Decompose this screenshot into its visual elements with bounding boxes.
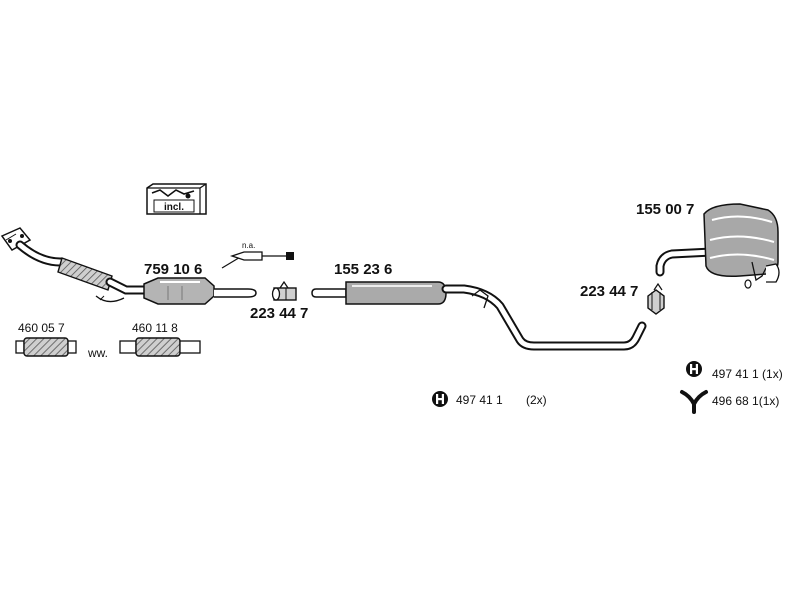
mount-center-number: 497 41 1: [456, 393, 503, 407]
catalytic-converter: [143, 277, 257, 305]
part-number-223447-left: 223 44 7: [250, 305, 308, 322]
mount-right-label-1: 497 41 1 (1x): [712, 367, 783, 381]
mount-center-quantity: (2x): [526, 393, 547, 407]
clamp-right: [647, 282, 665, 315]
part-number-223447-right: 223 44 7: [580, 283, 638, 300]
part-number-759106: 759 10 6: [144, 261, 202, 278]
part-number-460057: 460 05 7: [18, 321, 65, 335]
flex-pipe-460118: [119, 337, 201, 357]
front-pipe-manifold: [0, 227, 151, 303]
incl-label: incl.: [164, 202, 184, 213]
alternative-label: ww.: [87, 346, 108, 360]
mounting-kit-icon: incl.: [146, 183, 207, 215]
not-available-label: n.a.: [242, 241, 255, 250]
mount-right-label-2: 496 68 1(1x): [712, 394, 779, 408]
rubber-mount-icon: [432, 391, 448, 407]
rear-silencer: [655, 203, 780, 289]
lambda-sensor-icon: [221, 251, 294, 269]
middle-silencer: [311, 281, 647, 351]
part-number-155007: 155 00 7: [636, 201, 694, 218]
clamp-left: [271, 280, 297, 301]
part-number-155236: 155 23 6: [334, 261, 392, 278]
part-number-460118: 460 11 8: [132, 321, 178, 335]
rubber-mount-icon: [686, 361, 702, 377]
flex-pipe-460057: [15, 337, 77, 357]
y-hanger-icon: [680, 390, 708, 414]
